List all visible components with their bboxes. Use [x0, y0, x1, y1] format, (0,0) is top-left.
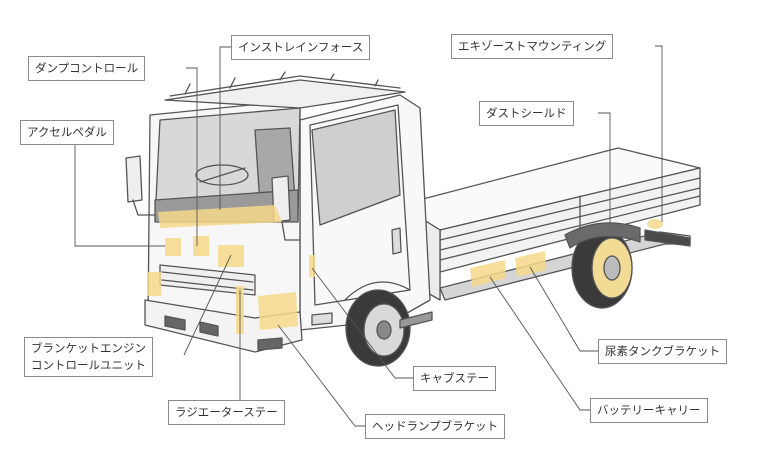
headlamp-bracket-area: [258, 292, 298, 330]
accel-pedal-area: [165, 238, 181, 256]
leader-lines: [74, 45, 663, 427]
label-blank-engine-control: ブランケットエンジン コントロールユニット: [24, 337, 153, 377]
dump-control-area: [193, 236, 209, 256]
label-exhaust-mounting: エキゾーストマウンティング: [451, 34, 614, 59]
left-mirror: [125, 155, 143, 203]
urea-tank-area: [515, 251, 546, 277]
cab-stay-area: [309, 255, 315, 277]
label-radiator-stay: ラジエーターステー: [168, 400, 285, 425]
side-window: [311, 109, 401, 226]
battery-carrier-area: [470, 260, 506, 287]
label-dust-shield: ダストシールド: [479, 101, 574, 126]
exhaust-mounting-area: [647, 219, 663, 229]
highlight-areas: [147, 205, 663, 334]
label-blank-engine-control-line2: コントロールユニット: [31, 358, 146, 372]
label-urea-tank-bracket: 尿素タンクブラケット: [598, 339, 727, 364]
label-dump-control: ダンプコントロール: [28, 56, 146, 81]
label-instrument-reinforce: インストレインフォース: [231, 35, 371, 60]
label-accel-pedal: アクセルペダル: [20, 120, 114, 145]
label-cab-stay: キャブステー: [413, 366, 496, 391]
headlamp-left-area: [147, 272, 161, 296]
instrument-reinforce-area: [158, 205, 282, 228]
cab-roof: [164, 79, 406, 109]
label-headlamp-bracket: ヘッドランプブラケット: [365, 414, 506, 439]
label-blank-engine-control-line1: ブランケットエンジン: [31, 341, 146, 355]
label-battery-carrier: バッテリーキャリー: [590, 398, 708, 423]
